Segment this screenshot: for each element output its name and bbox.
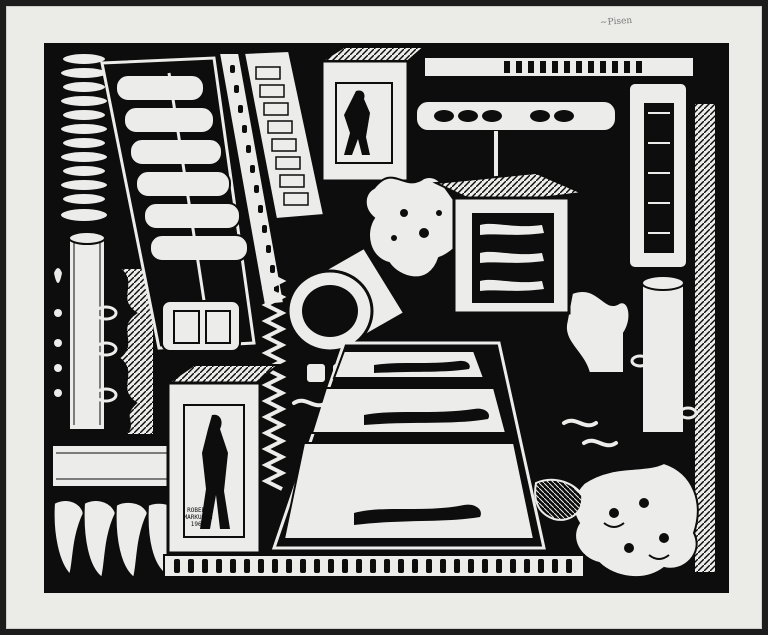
signature-line-2: MARKUSON [183,514,213,521]
top-pipe [423,56,695,78]
right-lower-cylinder [630,275,698,434]
ring-clamps [94,305,118,403]
capsule-tray [100,56,256,350]
drawing-svg [44,43,729,593]
tooth-shapes [52,499,182,580]
face-cluster [572,461,699,579]
top-figure-box [318,46,427,183]
plus-column [242,49,326,221]
central-tube [286,246,406,355]
blob-container [415,100,617,183]
artist-signature: ROBERT MARKUSON 1969 [168,507,228,528]
wiggle-shapes [292,398,618,448]
zigzag-coil [261,271,287,491]
center-figure-box [432,171,586,315]
left-small-drops [54,268,62,397]
right-pillar [693,102,717,574]
signature-line-1: ROBERT [187,507,209,514]
perforated-strip [217,52,286,307]
sponge-shape [534,478,584,521]
pill-box [161,300,241,352]
left-lumpy-column [116,267,155,436]
bottom-belt [163,554,585,578]
ink-drawing [44,43,729,593]
left-segment-column [59,52,109,223]
ink-splash [364,176,468,279]
right-hand-shape [564,290,631,374]
right-tank [628,82,688,269]
trapezoid-bed [271,341,546,550]
signature-line-3: 1969 [190,521,206,528]
lower-figure-box [164,364,281,555]
